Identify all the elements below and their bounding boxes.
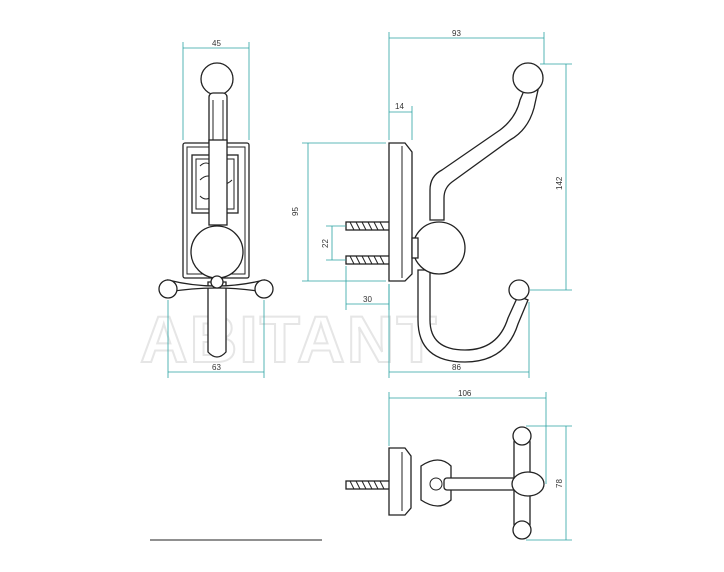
dim-screw-spacing: 22: [321, 239, 330, 248]
watermark-text: ABITANT: [140, 302, 439, 376]
dim-overall-height: 142: [555, 176, 564, 190]
dim-screw-length: 30: [363, 295, 372, 304]
top-view-dimensions: 106 78: [388, 389, 572, 541]
side-view: [345, 62, 544, 363]
top-view: [345, 426, 545, 540]
wall-plug-lower: [345, 255, 391, 265]
dim-bottom-width: 63: [212, 363, 221, 372]
dim-overall-length: 106: [458, 389, 472, 398]
dim-top-width: 45: [212, 39, 221, 48]
dim-plate-height: 95: [291, 207, 300, 216]
front-view: [158, 62, 274, 358]
dim-overall-width: 93: [452, 29, 461, 38]
dim-arm-span: 78: [555, 479, 564, 488]
side-view-dimensions: 93 14 95 142 22 30 86: [291, 29, 572, 378]
dim-projection: 86: [452, 363, 461, 372]
wall-plug-upper: [345, 221, 391, 231]
front-view-dimensions: 45 63: [167, 39, 265, 378]
dim-plate-thickness: 14: [395, 102, 404, 111]
